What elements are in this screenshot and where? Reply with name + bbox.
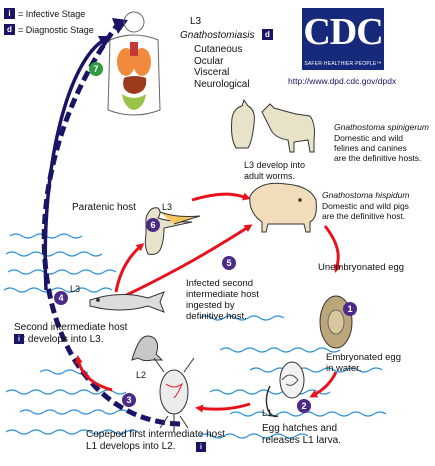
embryonated-egg-text: Embryonated egg in water.: [326, 352, 401, 374]
adult-worms-text: L3 develop into adult worms.: [244, 160, 306, 181]
step-7-badge: 7: [89, 62, 103, 76]
disease-forms: Cutaneous Ocular Visceral Neurological: [194, 44, 250, 90]
step-4-badge: 4: [54, 291, 68, 305]
infective-stage-icon: i: [196, 442, 206, 452]
step-1-badge: 1: [343, 302, 357, 316]
step-3-badge: 3: [122, 393, 136, 407]
fish-illustration: [89, 291, 165, 313]
legend-infective-label: = Infective Stage: [18, 8, 86, 19]
l1-label: L1: [262, 408, 273, 418]
spinigerum-name: Gnathostoma spinigerum: [334, 122, 429, 132]
cdc-url-link[interactable]: http://www.dpd.cdc.gov/dpdx: [288, 76, 397, 86]
copepod-illustration: [153, 357, 195, 432]
step-1-text: Unembryonated egg: [318, 262, 405, 273]
step-4-text: Second intermediate host L2 develops int…: [14, 322, 128, 345]
l2-label: L2: [136, 370, 147, 380]
frog-illustration: [131, 335, 164, 362]
legend-diagnostic-label: = Diagnostic Stage: [18, 24, 94, 35]
legend-infective: i = Infective Stage: [4, 8, 85, 19]
spinigerum-desc: Domestic and wild felines and canines ar…: [334, 133, 422, 163]
cdc-logo-tagline: SAFER·HEALTHIER·PEOPLE™: [304, 61, 382, 67]
infective-stage-icon: i: [14, 334, 24, 344]
step-5-text: Infected second intermediate host ingest…: [186, 278, 259, 322]
step-5-badge: 5: [222, 256, 236, 270]
human-stage-label: L3: [190, 16, 202, 27]
step-6-text: Paratenic host: [72, 202, 136, 213]
step-2-text: Egg hatches and releases L1 larva.: [262, 423, 341, 446]
cdc-logo-letters: CDC: [303, 11, 383, 53]
infection-path-arrow: [41, 22, 181, 427]
paratenic-path-arrow: [43, 38, 105, 291]
cat-dog-illustration: [231, 98, 315, 153]
step-2-badge: 2: [297, 399, 311, 413]
step-3-text: Copepod first intermediate host L1 devel…: [86, 429, 225, 452]
human-figure: [107, 11, 161, 116]
legend-diagnostic: d = Diagnostic Stage: [4, 24, 94, 35]
step-6-badge: 6: [146, 218, 160, 232]
diagnostic-stage-icon: d: [262, 29, 273, 40]
l3-fish-label: L3: [70, 284, 81, 294]
disease-name: Gnathostomiasis: [180, 30, 255, 41]
l3-bird-label: L3: [162, 202, 173, 212]
pig-illustration: [249, 182, 317, 233]
water-waves: [3, 233, 387, 439]
cdc-logo: CDC SAFER·HEALTHIER·PEOPLE™: [302, 8, 384, 70]
hispidum-name: Gnathostoma hispidum: [322, 190, 410, 200]
hispidum-desc: Domestic and wild pigs are the definitiv…: [322, 201, 409, 221]
embryonated-egg-illustration: [265, 361, 305, 418]
infective-stage-icon: i: [4, 8, 15, 19]
diagnostic-stage-icon: d: [4, 24, 15, 35]
